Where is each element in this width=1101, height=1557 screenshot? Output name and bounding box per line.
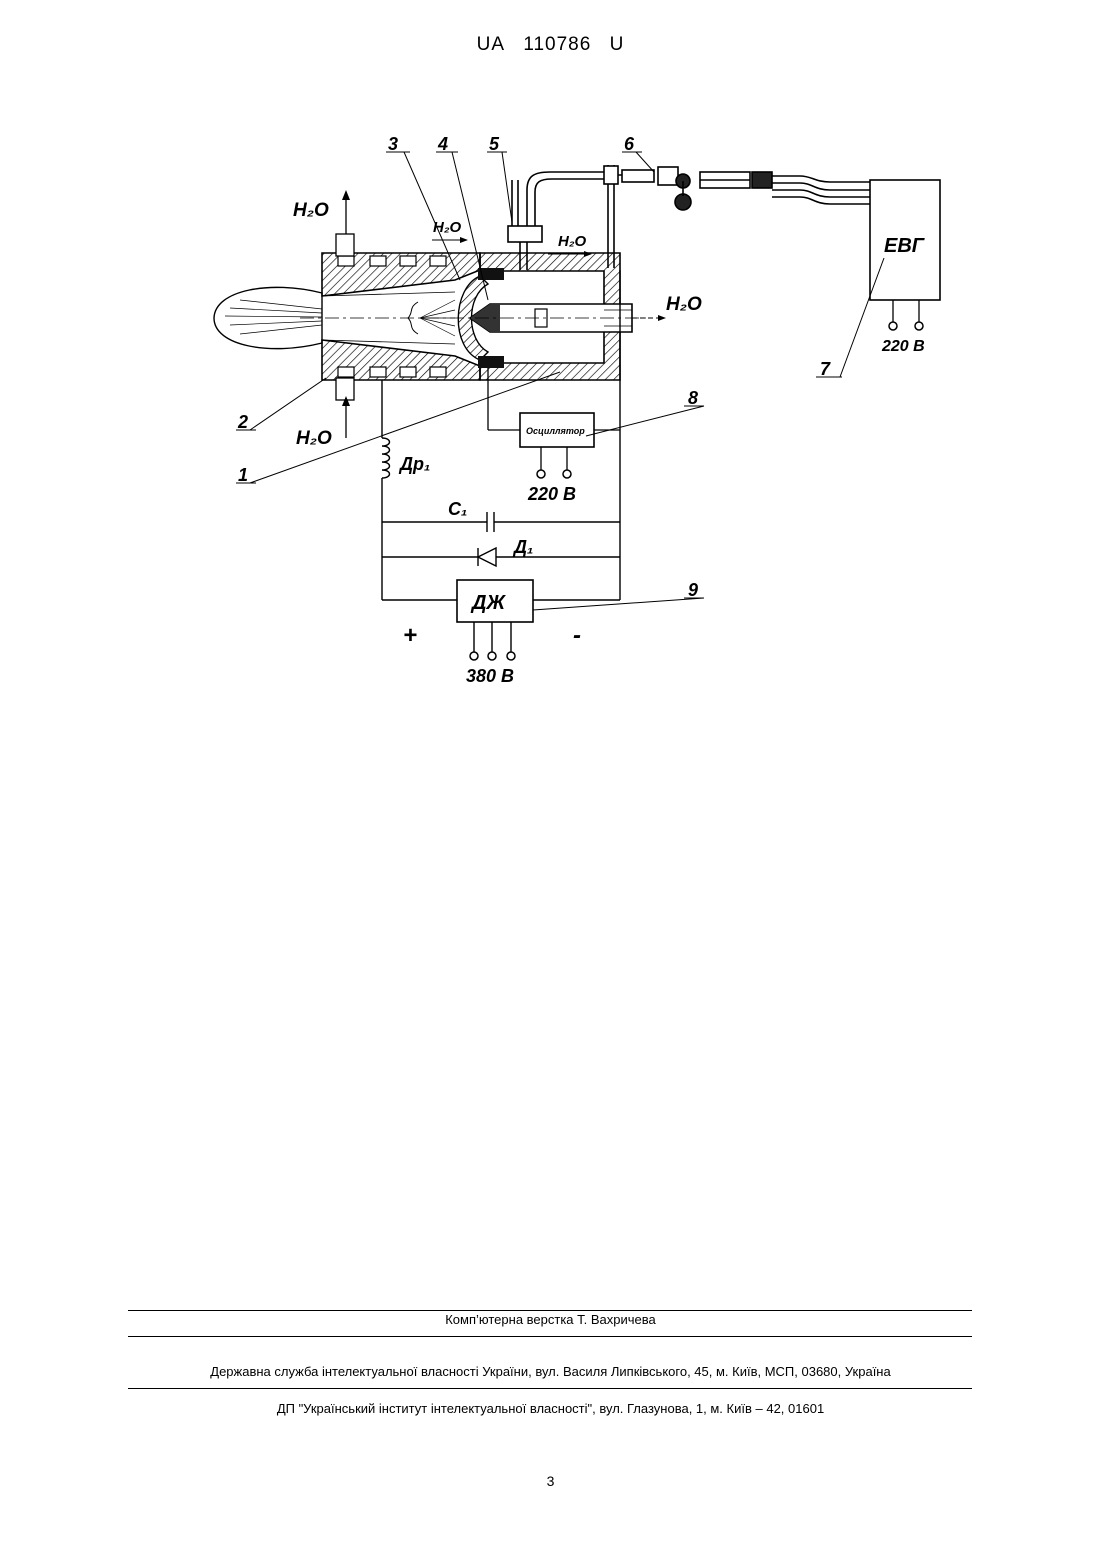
power-supply-label: ДЖ <box>470 592 506 614</box>
water-label-bottom-inlet: H₂O <box>296 428 332 449</box>
callout-8: 8 <box>688 388 698 408</box>
capacitor-label: C₁ <box>448 499 467 519</box>
plasma-torch-diagram: ЕВГ 220 В Осциллятор 220 В <box>0 0 1101 720</box>
page-number: 3 <box>0 1473 1101 1489</box>
oscillator-label: Осциллятор <box>526 426 585 436</box>
torch-body <box>300 234 650 400</box>
footer-rule-2 <box>128 1336 972 1337</box>
diode-label: Д₁ <box>512 537 533 557</box>
callout-9: 9 <box>688 580 698 600</box>
minus-terminal: - <box>573 622 581 649</box>
water-label-top-outlet: H₂O <box>293 200 329 221</box>
water-label-inner-outlet: H₂O <box>558 233 587 250</box>
callout-3: 3 <box>388 134 398 154</box>
callout-2: 2 <box>237 412 248 432</box>
oscillator-unit: Осциллятор 220 В <box>488 368 620 504</box>
callout-4: 4 <box>437 134 448 154</box>
plus-terminal: + <box>403 622 417 649</box>
callout-1: 1 <box>238 465 248 485</box>
typesetting-credit: Комп’ютерна верстка Т. Вахричева <box>0 1312 1101 1327</box>
choke-label: Др₁ <box>398 454 430 474</box>
evg-voltage: 220 В <box>881 338 925 355</box>
callout-leaders <box>236 152 884 610</box>
footer-rule-3 <box>128 1388 972 1389</box>
water-label-cathode-outlet: H₂O <box>666 294 702 315</box>
evg-label: ЕВГ <box>884 235 926 257</box>
agency-address: Державна служба інтелектуальної власност… <box>0 1364 1101 1379</box>
institute-address: ДП "Український інститут інтелектуальної… <box>0 1401 1101 1416</box>
callout-7: 7 <box>820 359 831 379</box>
callout-6: 6 <box>624 134 635 154</box>
callout-5: 5 <box>489 134 500 154</box>
supply-voltage: 380 В <box>466 666 514 686</box>
footer-rule-top <box>128 1310 972 1311</box>
oscillator-voltage: 220 В <box>527 484 576 504</box>
